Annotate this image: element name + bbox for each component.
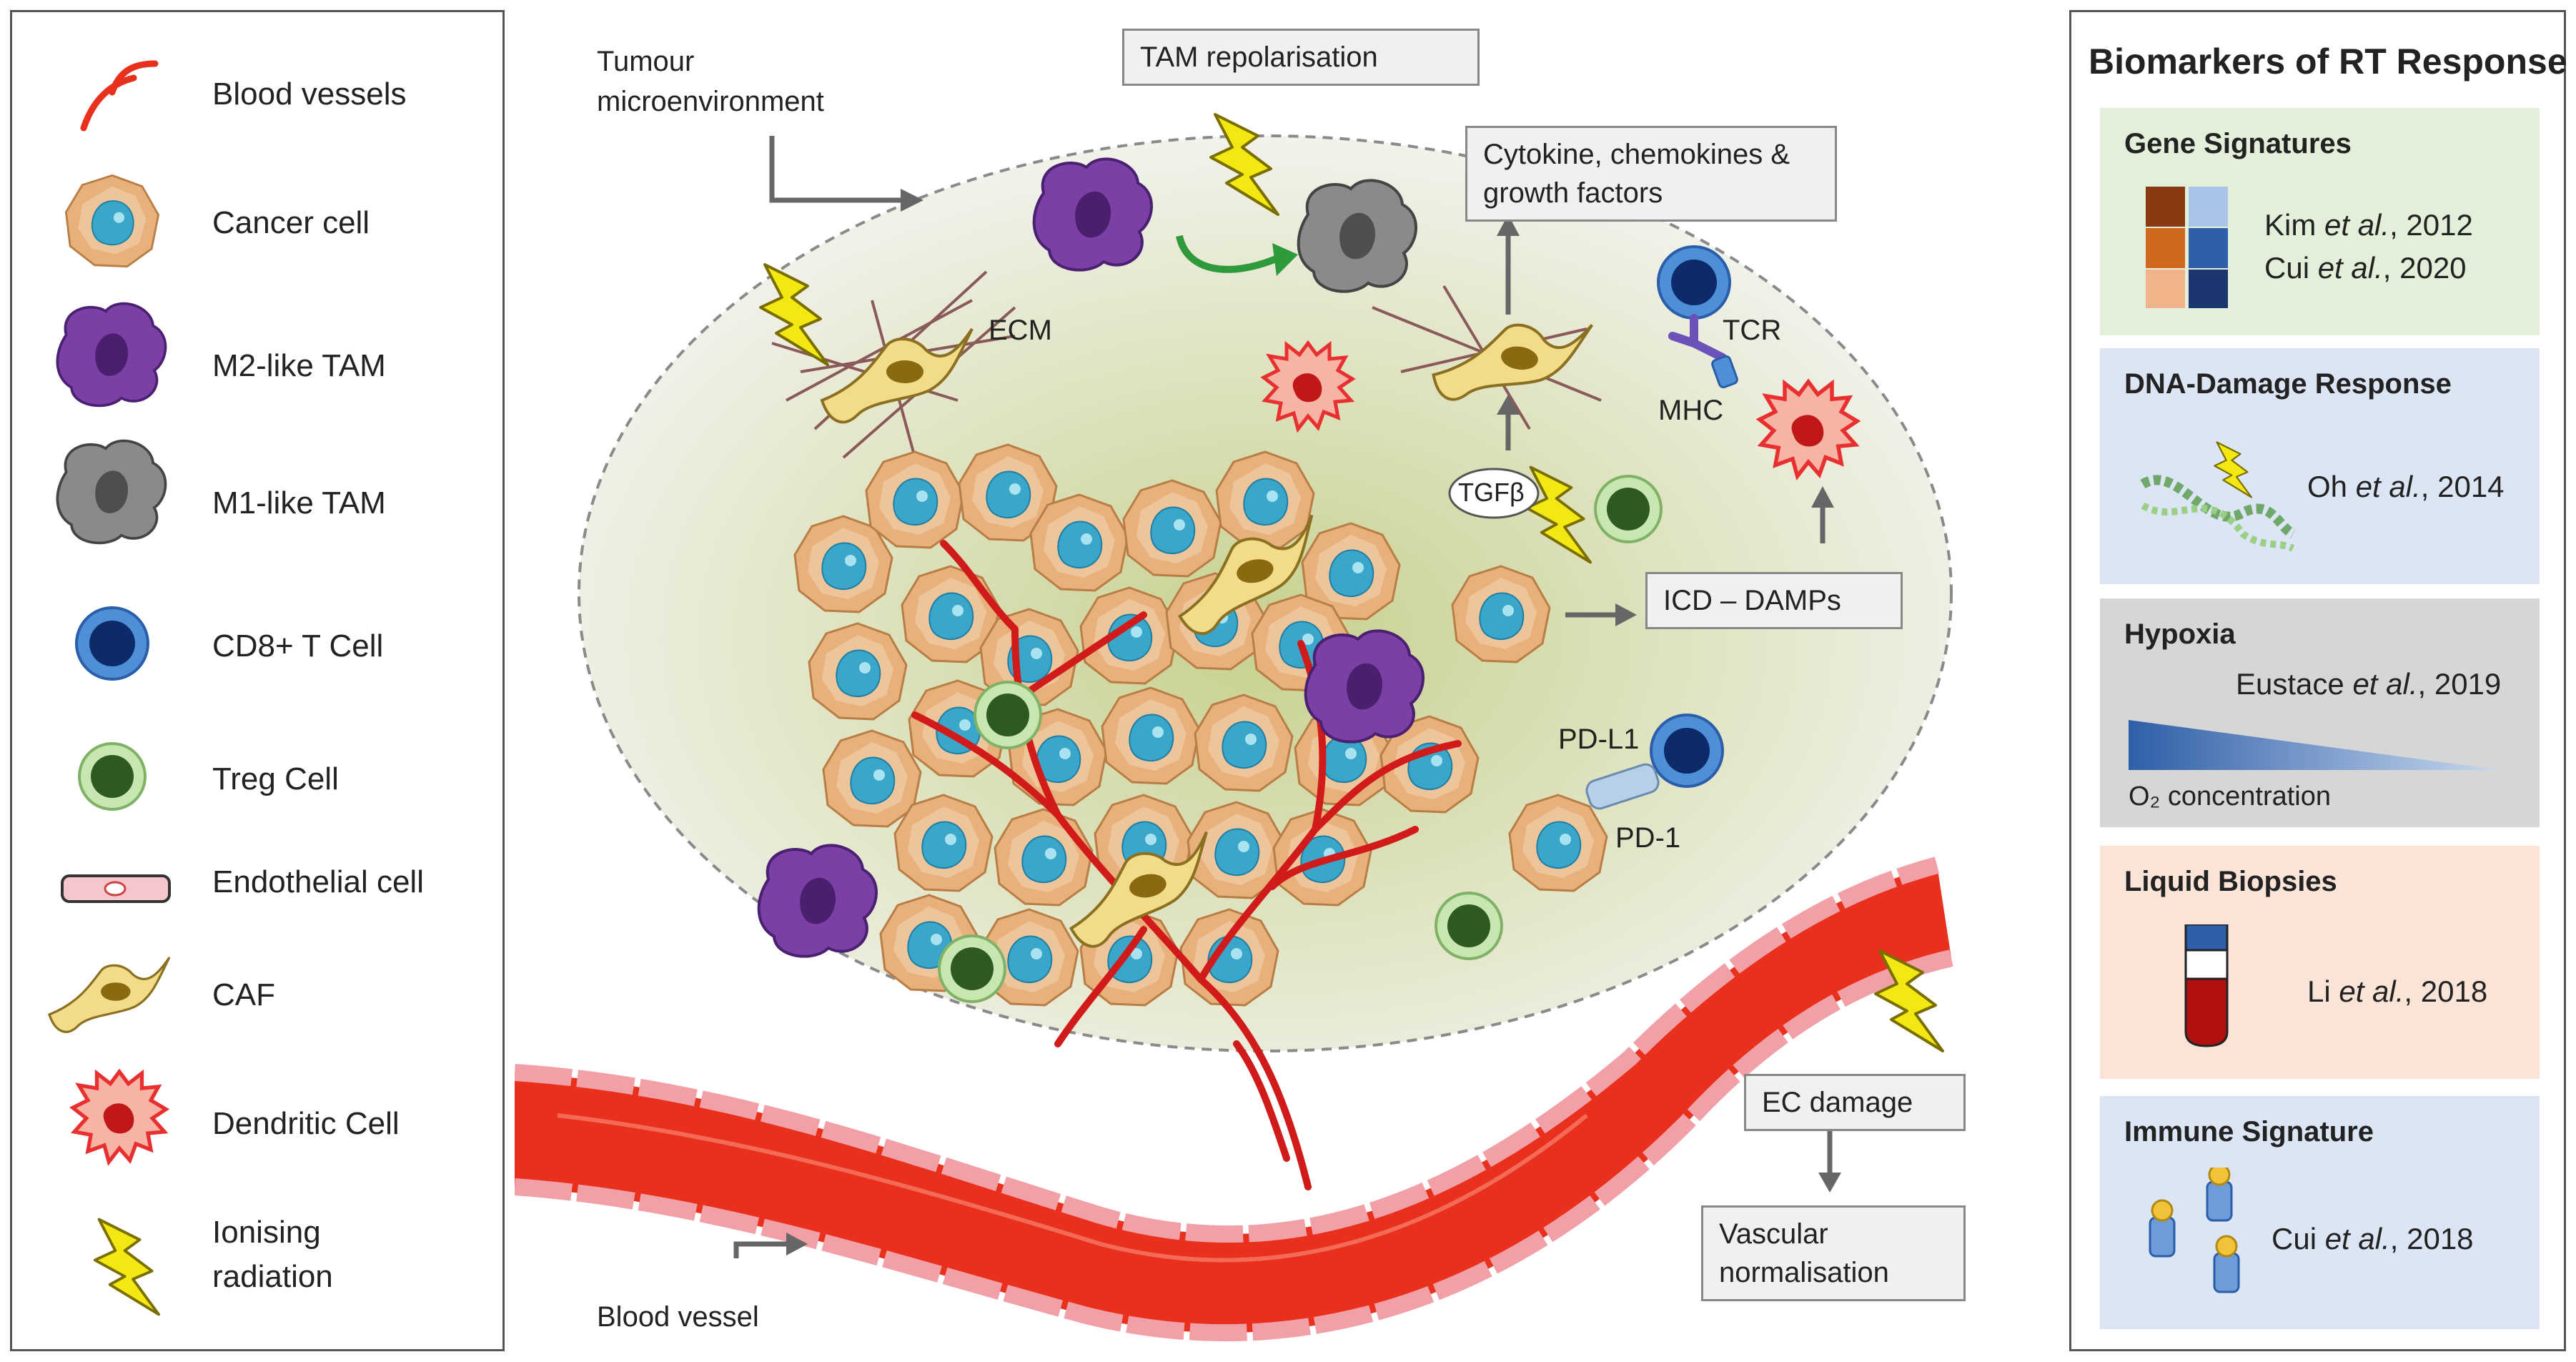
legend-label: Endothelial cell bbox=[212, 864, 424, 899]
legend-label: Dendritic Cell bbox=[212, 1106, 400, 1141]
tgfb-oval bbox=[1448, 468, 1540, 519]
o2-gradient-icon bbox=[2129, 720, 2500, 770]
endothelial-cell-icon bbox=[41, 833, 184, 940]
treg-cell bbox=[974, 681, 1042, 749]
cd8-t-cell bbox=[1650, 714, 1724, 788]
reference: Eustace et al., 2019 bbox=[2236, 667, 2502, 701]
card-title: Gene Signatures bbox=[2124, 128, 2352, 159]
pdl1-label: PD-L1 bbox=[1558, 724, 1640, 755]
gene-signatures-card: Gene Signatures Kim et al., 2012 Cui et … bbox=[2100, 108, 2540, 335]
tcr-receptor bbox=[1668, 314, 1727, 362]
dna-helix-icon bbox=[2140, 441, 2296, 552]
tumour-label: Tumour microenvironment bbox=[597, 46, 824, 117]
blood-tube-icon bbox=[2184, 924, 2229, 1047]
m2-tam-icon bbox=[41, 301, 184, 408]
treg-cell-icon bbox=[41, 723, 184, 830]
ec-damage-box: EC damage bbox=[1744, 1074, 1966, 1131]
legend-label: M1-like TAM bbox=[212, 485, 386, 520]
pd1-receptor bbox=[1585, 763, 1660, 810]
blood-vessel-icon bbox=[41, 42, 184, 149]
tam-repolarisation-box: TAM repolarisation bbox=[1122, 29, 1480, 86]
m2-tam bbox=[1304, 629, 1425, 744]
cd8-t-cell bbox=[1657, 245, 1731, 320]
m1-tam bbox=[1297, 179, 1418, 293]
card-title: Liquid Biopsies bbox=[2124, 866, 2337, 897]
legend-label: Treg Cell bbox=[212, 761, 339, 796]
pd1-label: PD-1 bbox=[1615, 822, 1681, 854]
dendritic-cell-icon bbox=[41, 1063, 184, 1170]
biomarkers-title: Biomarkers of RT Response bbox=[2089, 41, 2567, 82]
cd8-t-cell-icon bbox=[41, 590, 184, 697]
immune-signature-card: Immune Signature Cui et al., 2018 bbox=[2100, 1096, 2540, 1329]
liquid-biopsies-card: Liquid Biopsies Li et al., 2018 bbox=[2100, 846, 2540, 1079]
reference: Cui et al., 2020 bbox=[2264, 251, 2467, 285]
mhc-label: MHC bbox=[1658, 395, 1724, 426]
reference: Oh et al., 2014 bbox=[2307, 470, 2505, 503]
legend-panel: Blood vessels Cancer cell M2-like TAM M1… bbox=[10, 10, 505, 1351]
receptor-icon bbox=[2149, 1168, 2240, 1293]
legend-label: M2-like TAM bbox=[212, 348, 386, 383]
icd-damps-box: ICD – DAMPs bbox=[1645, 572, 1903, 629]
pointer-arrows bbox=[733, 136, 1833, 1258]
legend-label: CAF bbox=[212, 977, 275, 1012]
reference: Li et al., 2018 bbox=[2307, 974, 2488, 1008]
lightning-icon bbox=[41, 1213, 184, 1321]
ecm-label: ECM bbox=[989, 315, 1052, 346]
treg-cell bbox=[1594, 475, 1663, 543]
biomarkers-panel: Biomarkers of RT Response Gene Signature… bbox=[2069, 10, 2567, 1351]
cytokine-box: Cytokine, chemokines & growth factors bbox=[1465, 126, 1837, 222]
cancer-cell-icon bbox=[41, 168, 184, 275]
m2-tam bbox=[757, 844, 878, 958]
tcr-label: TCR bbox=[1723, 315, 1782, 346]
caf-icon bbox=[41, 934, 184, 1042]
tgfb-label: TGFβ bbox=[1458, 478, 1525, 507]
legend-label: Blood vessels bbox=[212, 77, 407, 112]
legend-label: CD8+ T Cell bbox=[212, 628, 384, 663]
repolarisation-arrow bbox=[1176, 235, 1281, 273]
tumour-diagram: Tumour microenvironment TAM repolarisati… bbox=[515, 0, 2059, 1362]
o2-axis-label: O₂ concentration bbox=[2129, 781, 2332, 811]
heatmap-icon bbox=[2146, 187, 2228, 308]
card-title: DNA-Damage Response bbox=[2124, 368, 2452, 400]
reference: Cui et al., 2018 bbox=[2272, 1222, 2474, 1255]
dna-damage-card: DNA-Damage Response Oh et al., 2014 bbox=[2100, 348, 2540, 584]
m1-tam-icon bbox=[41, 438, 184, 546]
reference: Kim et al., 2012 bbox=[2264, 208, 2473, 242]
hypoxia-card: Hypoxia Eustace et al., 2019 O₂ concentr… bbox=[2100, 598, 2540, 827]
vascular-normalisation-box: Vascular normalisation bbox=[1701, 1205, 1966, 1301]
card-title: Hypoxia bbox=[2124, 618, 2236, 650]
treg-cell bbox=[938, 934, 1006, 1003]
legend-label: Cancer cell bbox=[212, 205, 370, 240]
treg-cell bbox=[1435, 892, 1503, 960]
card-title: Immune Signature bbox=[2124, 1116, 2374, 1148]
m2-tam bbox=[1032, 157, 1154, 272]
blood-vessel-label: Blood vessel bbox=[597, 1301, 759, 1333]
legend-label: Ionising radiation bbox=[212, 1215, 333, 1294]
blood-vessel bbox=[515, 865, 1951, 1333]
